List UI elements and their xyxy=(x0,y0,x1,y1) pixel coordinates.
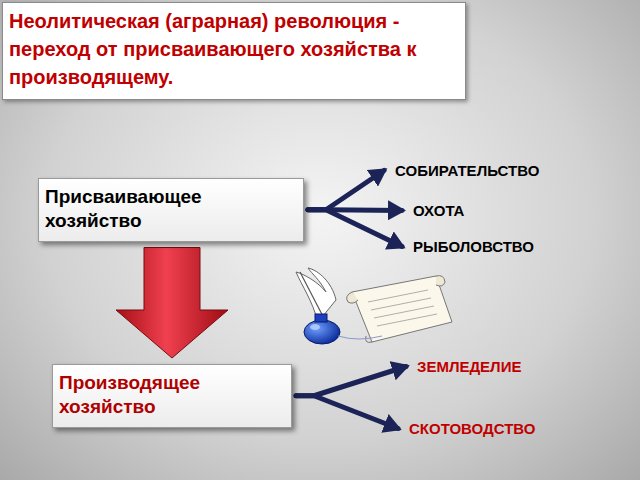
node-text: СОБИРАТЕЛЬСТВО xyxy=(395,162,539,179)
title-box: Неолитическая (аграрная) революция - пер… xyxy=(2,2,466,100)
category-box: Производящее хозяйство xyxy=(52,364,292,428)
category-box: Присваивающее хозяйство xyxy=(38,178,304,242)
fork-arrow xyxy=(296,367,406,396)
scroll xyxy=(347,276,452,343)
ink-bottle xyxy=(304,314,340,344)
node-text: СКОТОВОДСТВО xyxy=(409,420,535,437)
node-text: РЫБОЛОВСТВО xyxy=(413,238,534,255)
block-arrow xyxy=(116,248,228,359)
node-text: Присваивающее хозяйство xyxy=(45,185,293,233)
activity-label: СОБИРАТЕЛЬСТВО xyxy=(392,160,542,181)
title-text: Неолитическая (аграрная) революция - пер… xyxy=(9,10,417,88)
activity-label: СКОТОВОДСТВО xyxy=(406,418,538,439)
activity-label: ЗЕМЛЕДЕЛИЕ xyxy=(414,356,524,377)
fork-arrow xyxy=(296,396,398,429)
node-text: ЗЕМЛЕДЕЛИЕ xyxy=(417,358,521,375)
node-text: ОХОТА xyxy=(413,202,464,219)
fork-arrow xyxy=(308,171,384,210)
node-text: Производящее хозяйство xyxy=(59,371,281,419)
activity-label: РЫБОЛОВСТВО xyxy=(410,236,537,257)
fork-arrow xyxy=(308,210,402,247)
activity-label: ОХОТА xyxy=(410,200,467,221)
